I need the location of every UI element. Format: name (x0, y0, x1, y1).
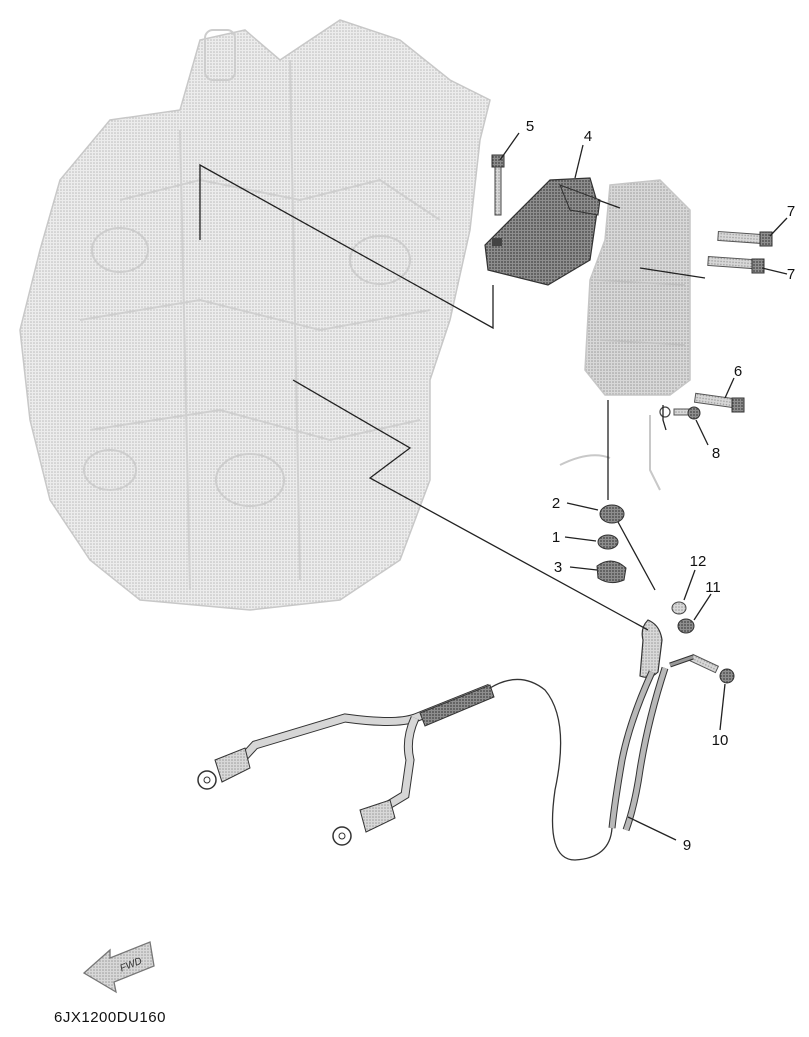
screw-part-8[interactable] (659, 406, 701, 420)
callout-5: 5 (526, 118, 534, 135)
callout-11: 11 (705, 579, 721, 596)
bolt-part-6[interactable] (693, 392, 745, 413)
callout-10: 10 (712, 732, 729, 749)
leader-lines (199, 132, 788, 841)
fwd-arrow-icon: FWD (82, 941, 155, 994)
bolt-part-7-lower[interactable] (707, 255, 765, 274)
callout-2: 2 (552, 495, 560, 512)
callout-8: 8 (712, 445, 720, 462)
callout-12: 12 (690, 553, 707, 570)
callout-4: 4 (584, 128, 592, 145)
battery-cable-part-9[interactable] (197, 619, 694, 861)
nut-part-1[interactable] (597, 534, 619, 550)
callout-6: 6 (734, 363, 742, 380)
bracket-part-4[interactable] (484, 177, 601, 286)
callout-7-upper: 7 (787, 203, 795, 220)
callout-1: 1 (552, 529, 560, 546)
clamp-part-3[interactable] (596, 560, 627, 584)
engine-block-ghost (19, 19, 491, 611)
callout-3: 3 (554, 559, 562, 576)
bolt-part-5[interactable] (491, 154, 505, 216)
callout-labels: 5 4 7 7 6 8 2 1 3 12 11 10 9 (526, 118, 795, 854)
grommet-part-2[interactable] (599, 504, 625, 524)
callout-9: 9 (683, 837, 691, 854)
bolt-part-7-upper[interactable] (717, 230, 773, 247)
washer-part-12[interactable] (671, 601, 687, 615)
starter-motor-ghost (559, 179, 691, 491)
nut-part-11[interactable] (677, 618, 695, 634)
bolt-part-10[interactable] (689, 653, 735, 684)
diagram-code: 6JX1200DU160 (54, 1009, 166, 1026)
callout-7-lower: 7 (787, 266, 795, 283)
